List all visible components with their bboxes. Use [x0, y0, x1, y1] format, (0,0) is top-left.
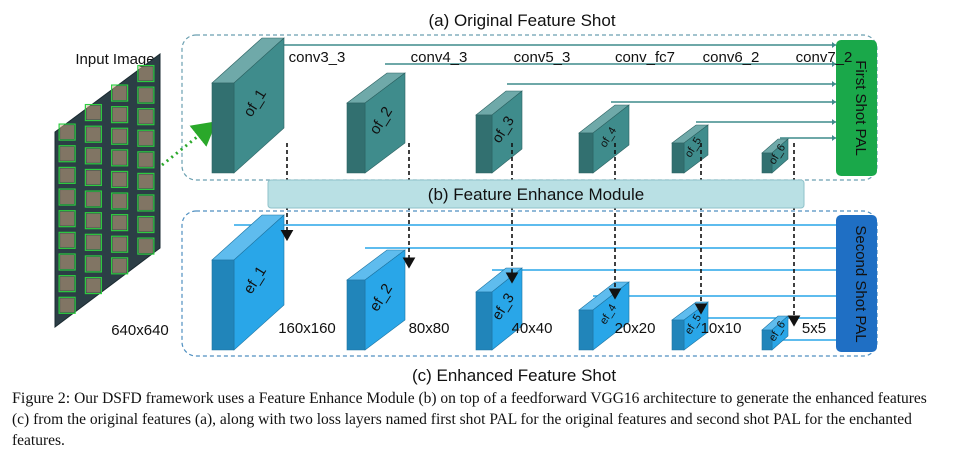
enhanced-feature-block: ef_6: [761, 315, 789, 351]
original-shot-region: [181, 34, 878, 181]
input-image: [54, 53, 161, 329]
layer-size-label: 80x80: [409, 320, 450, 337]
original-feature-block: of_4: [578, 104, 630, 174]
feature-enhance-module: [267, 179, 805, 209]
original-feature-block: of_1: [211, 37, 285, 174]
first-shot-pal-label: First Shot PAL: [852, 60, 869, 156]
input-image-label: Input Image: [75, 51, 154, 68]
layer-name-label: conv4_3: [411, 49, 468, 66]
layer-size-label: 40x40: [512, 320, 553, 337]
original-shot-title: (a) Original Feature Shot: [428, 11, 615, 30]
original-feature-block: of_6: [761, 138, 789, 174]
layer-name-label: conv6_2: [703, 49, 760, 66]
dsfd-architecture-diagram: (a) Original Feature Shot Input Image 64…: [54, 11, 878, 385]
layer-name-label: conv7_2: [796, 49, 853, 66]
caption-lead: Figure 2:: [12, 390, 71, 407]
second-shot-pal-label: Second Shot PAL: [852, 225, 869, 342]
caption-text: Our DSFD framework uses a Feature Enhanc…: [12, 390, 927, 449]
layer-size-label: 160x160: [278, 320, 336, 337]
original-feature-block: of_2: [346, 72, 406, 174]
feature-enhance-module-label: (b) Feature Enhance Module: [428, 185, 644, 204]
first-pal-connector-arrow: [832, 99, 836, 105]
layer-size-label: 20x20: [615, 320, 656, 337]
layer-name-label: conv_fc7: [615, 49, 675, 66]
first-shot-pal-box: [836, 40, 877, 176]
layer-size-label: 10x10: [701, 320, 742, 337]
second-shot-pal-box: [836, 215, 877, 352]
enhanced-feature-block: ef_3: [475, 267, 523, 351]
original-feature-block: of_3: [475, 90, 523, 174]
layer-name-label: conv3_3: [289, 49, 346, 66]
first-pal-connector-arrow: [832, 42, 836, 48]
original-feature-block: of_5: [671, 124, 709, 174]
first-pal-connector-arrow: [832, 135, 836, 141]
layer-size-label: 5x5: [802, 320, 826, 337]
enhanced-feature-block: ef_1: [211, 214, 285, 351]
first-pal-connector-arrow: [832, 119, 836, 125]
input-arrow: [161, 121, 217, 167]
enhanced-shot-region: [181, 210, 878, 357]
enhanced-shot-title: (c) Enhanced Feature Shot: [412, 366, 616, 385]
first-pal-connector-arrow: [832, 81, 836, 87]
first-pal-connector-arrow: [832, 61, 836, 67]
layer-name-label: conv5_3: [514, 49, 571, 66]
input-size-label: 640x640: [111, 322, 169, 339]
enhanced-feature-block: ef_4: [578, 281, 630, 351]
figure-caption: Figure 2: Our DSFD framework uses a Feat…: [12, 388, 942, 451]
enhanced-feature-block: ef_2: [346, 249, 406, 351]
